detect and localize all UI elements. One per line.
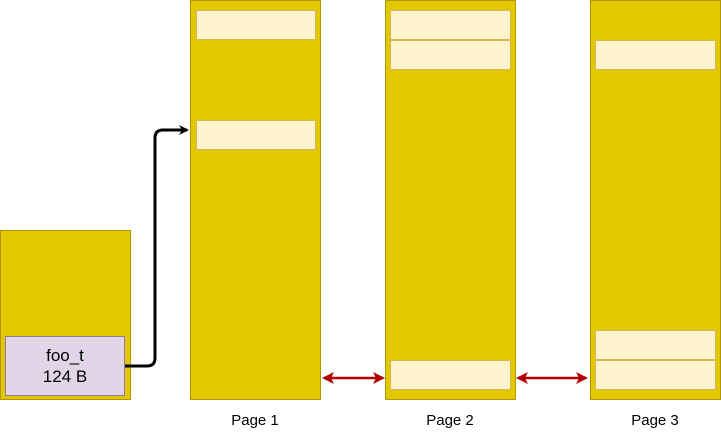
struct-size: 124 B	[42, 367, 88, 386]
struct-box: foo_t 124 B	[5, 336, 125, 396]
page-3-label: Page 3	[631, 412, 679, 429]
page-1	[190, 0, 321, 400]
page-3-slot	[595, 40, 716, 70]
page-2-slot	[390, 10, 511, 40]
page-3-slot	[595, 360, 716, 390]
struct-name: foo_t	[46, 346, 84, 365]
page-2-label: Page 2	[426, 412, 474, 429]
page-1-slot	[196, 10, 316, 40]
page-1-label: Page 1	[231, 412, 279, 429]
pointer-arrow	[125, 125, 189, 368]
page-1-slot-target	[196, 120, 316, 150]
page-2-slot	[390, 40, 511, 70]
page-3-slot	[595, 330, 716, 360]
page-2-slot	[390, 360, 511, 390]
